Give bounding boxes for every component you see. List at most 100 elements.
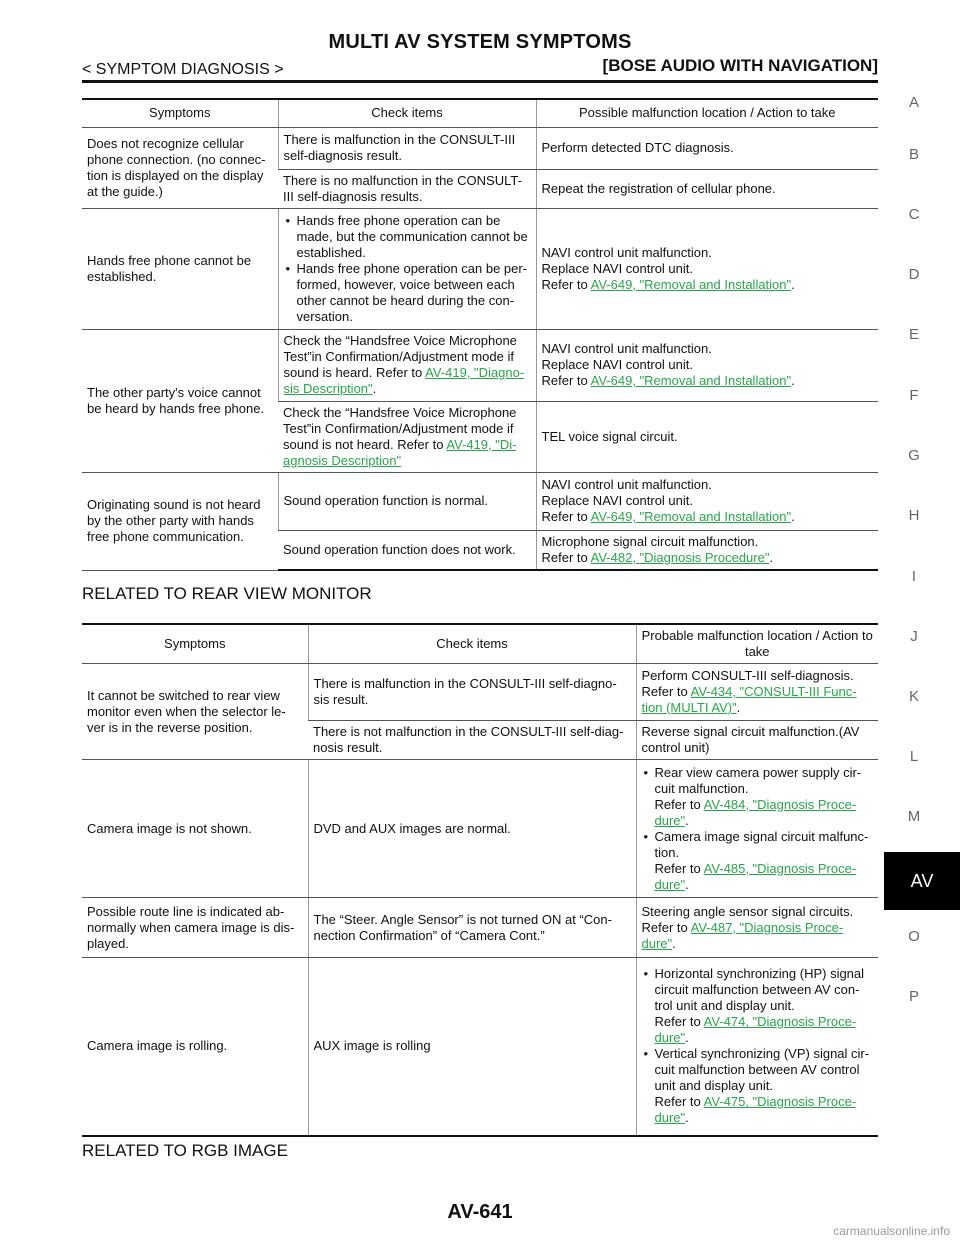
action-cell: Repeat the registration of cellular phon… [535,169,878,209]
action-line: Replace NAVI control unit. [541,260,694,276]
side-index-g[interactable]: G [908,447,920,464]
check-cell: There is malfunction in the CONSULT-III … [277,127,536,170]
action-line: Replace NAVI control unit. [541,493,694,508]
period: . [685,1110,689,1126]
action-line: NAVI control unit malfunction. [541,341,712,356]
check-cell: Check the “Handsfree Voice Microphone Te… [278,401,536,473]
check-cell: The “Steer. Angle Sensor” is not turned … [307,897,636,958]
bullet-text: Camera image signal circuit malfunc-tion… [654,828,869,860]
action-bullet: Camera image signal circuit malfunc-tion… [642,829,874,893]
action-cell: Horizontal synchronizing (HP) signal cir… [635,957,878,1137]
side-index-h[interactable]: H [908,507,920,524]
period: . [685,1030,689,1046]
reference-link[interactable]: AV-419, "Di-agnosis Description" [283,436,517,468]
reference-link[interactable]: AV-475, "Diagnosis Proce-dure" [654,1094,857,1126]
side-index-o[interactable]: O [908,928,920,945]
action-cell: Perform detected DTC diagnosis. [535,127,878,170]
action-bullet: Vertical synchronizing (VP) signal cir-c… [642,1046,874,1126]
side-index-f[interactable]: F [909,387,919,404]
refer-to-text: Refer to [541,549,591,565]
side-index-e[interactable]: E [908,326,919,343]
reference-link[interactable]: AV-419, "Diagno-sis Description" [283,365,525,396]
reference-link[interactable]: AV-484, "Diagnosis Proce-dure" [654,796,857,828]
action-cell: TEL voice signal circuit. [535,401,878,473]
action-cell: NAVI control unit malfunction. Replace N… [535,329,878,402]
symptom-cell: Camera image is not shown. [82,759,308,898]
check-cell: Hands free phone operation can be made, … [277,208,536,330]
side-index-p[interactable]: P [908,988,919,1005]
action-line: NAVI control unit malfunction. [541,477,712,492]
check-cell: Sound operation function is normal. [277,472,536,531]
col-header-action: Possible malfunction location / Action t… [535,99,878,128]
col-header-check-items: Check items [277,99,536,128]
symptom-cell: Possible route line is indicated ab-norm… [82,897,308,958]
refer-to-text: Refer to [641,919,691,935]
action-ref-line: Refer to AV-487, "Diagnosis Proce-dure". [642,920,874,952]
period: . [791,509,795,524]
check-cell: There is malfunction in the CONSULT-III … [307,663,636,721]
check-cell: Check the “Handsfree Voice Microphone Te… [277,329,536,402]
hands-free-symptoms-table: Symptoms Check items Possible malfunctio… [82,98,878,571]
action-cell: Steering angle sensor signal circuits. R… [635,897,878,958]
period: . [685,812,689,828]
section-heading-rear-view: RELATED TO REAR VIEW MONITOR [82,584,372,603]
symptom-cell: The other party's voice cannot be heard … [82,329,278,473]
action-cell: NAVI control unit malfunction. Replace N… [535,472,878,531]
action-cell: Rear view camera power supply cir-cuit m… [635,759,878,898]
reference-link[interactable]: AV-649, "Removal and Installation" [590,276,792,292]
side-index-j[interactable]: J [910,628,918,645]
period: . [791,276,795,292]
reference-link[interactable]: AV-485, "Diagnosis Proce-dure" [654,860,857,892]
refer-to-text: Refer to [654,860,704,876]
period: . [736,700,741,715]
action-line: Microphone signal circuit malfunction. [541,533,759,549]
symptom-cell: It cannot be switched to rear view monit… [82,663,308,760]
symptom-cell: Hands free phone cannot be established. [82,208,278,330]
action-ref-line: Refer to AV-482, "Diagnosis Procedure". [542,550,874,566]
check-bullet: Hands free phone operation can be per-fo… [284,261,531,325]
variant-label: [BOSE AUDIO WITH NAVIGATION] [602,56,878,75]
side-index-av-active[interactable]: AV [884,852,960,910]
check-text: Check the “Handsfree Voice Microphone Te… [283,404,517,452]
reference-link[interactable]: AV-434, "CONSULT-III Func-tion (MULTI AV… [641,684,857,715]
side-index-c[interactable]: C [908,206,920,223]
action-ref-line: Refer to AV-649, "Removal and Installati… [542,373,874,389]
reference-link[interactable]: AV-482, "Diagnosis Procedure" [590,549,770,565]
action-line: NAVI control unit malfunction. [541,244,712,260]
side-index-k[interactable]: K [908,688,919,705]
action-cell: NAVI control unit malfunction. Replace N… [535,208,878,330]
bullet-text: Horizontal synchronizing (HP) signal cir… [654,966,865,1014]
reference-link[interactable]: AV-474, "Diagnosis Proce-dure" [654,1014,857,1046]
check-cell: AUX image is rolling [307,957,636,1137]
page-title: MULTI AV SYSTEM SYMPTOMS [328,31,632,53]
symptom-cell: Originating sound is not heard by the ot… [82,472,278,571]
col-header-check-items: Check items [307,624,636,664]
period: . [791,373,795,388]
refer-to-text: Refer to [541,276,591,292]
symptom-cell: Camera image is rolling. [82,957,308,1137]
action-line: Steering angle sensor signal circuits. [641,903,854,919]
refer-to-text: Refer to [541,509,591,524]
bullet-text: Rear view camera power supply cir-cuit m… [654,764,862,796]
refer-to-text: Refer to [641,684,691,699]
side-index-b[interactable]: B [908,146,919,163]
header-rule [82,80,878,83]
reference-link[interactable]: AV-649, "Removal and Installation" [590,373,792,388]
reference-link[interactable]: AV-649, "Removal and Installation" [590,509,792,524]
action-line: Perform CONSULT-III self-diagnosis. [641,668,854,683]
side-index-l[interactable]: L [909,748,919,765]
refer-to-text: Refer to [654,796,704,812]
action-ref-line: Refer to AV-649, "Removal and Installati… [542,277,874,293]
side-index-a[interactable]: A [908,94,919,111]
check-cell: Sound operation function does not work. [278,530,536,571]
side-index-i[interactable]: I [911,568,917,585]
check-cell: DVD and AUX images are normal. [307,759,636,898]
side-index-d[interactable]: D [908,266,920,283]
period: . [685,876,689,892]
reference-link[interactable]: AV-487, "Diagnosis Proce-dure" [641,919,844,951]
action-bullet: Horizontal synchronizing (HP) signal cir… [642,966,874,1046]
watermark: carmanualsonline.info [833,1224,950,1238]
action-cell: Microphone signal circuit malfunction. R… [535,530,878,571]
side-index-m[interactable]: M [907,808,921,825]
refer-to-text: Refer to [541,373,591,388]
